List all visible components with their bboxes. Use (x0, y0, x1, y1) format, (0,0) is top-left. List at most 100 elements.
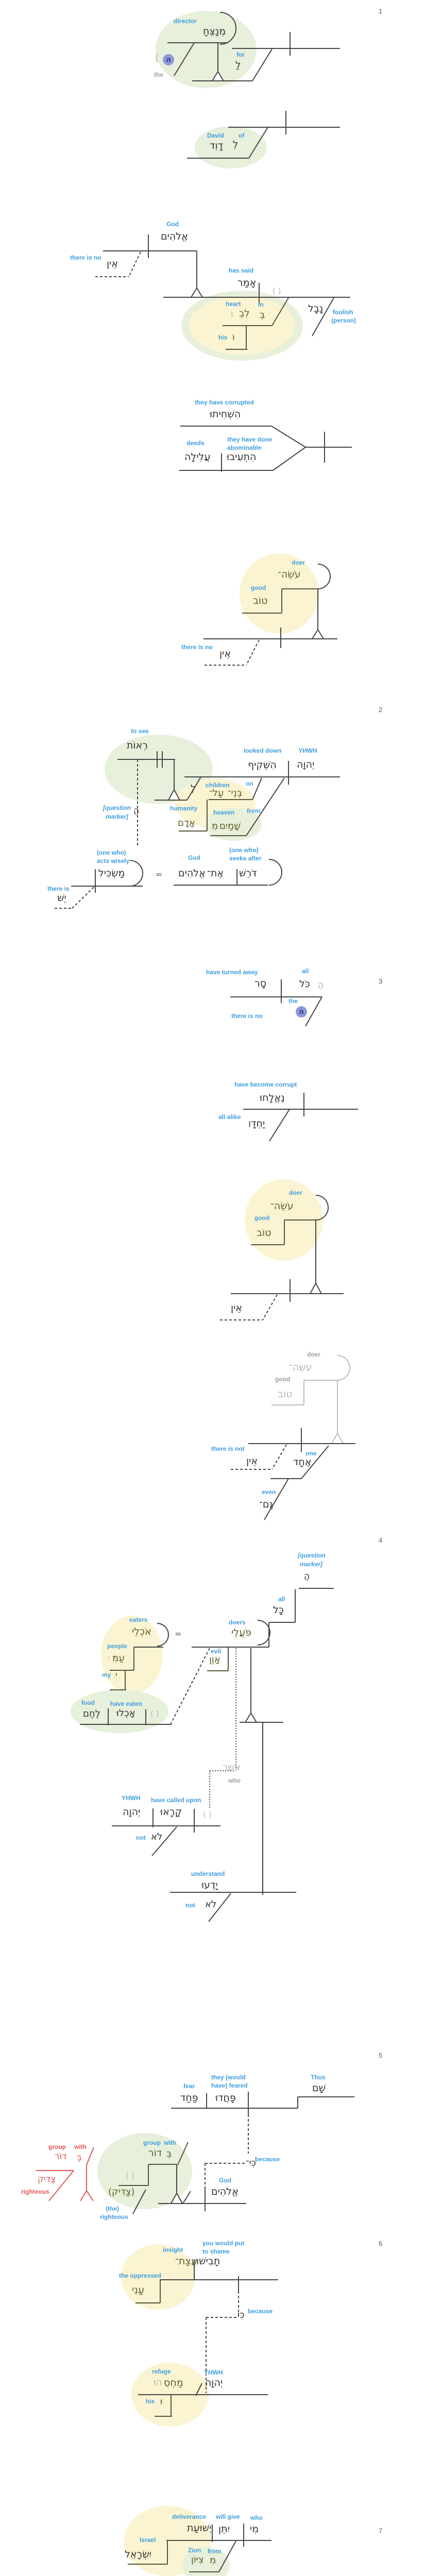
gloss-not-2: not (185, 1902, 195, 1909)
verse-number-1: 1 (379, 7, 383, 15)
s5-pred-slash (182, 2191, 191, 2204)
s2-ped-triangle (168, 788, 180, 801)
gloss-oppressed: the oppressed (119, 2272, 162, 2279)
gloss-put-shame-a: you would put (202, 2240, 245, 2247)
hebrew-oseh-1: עֹשֵׂה־ (278, 569, 301, 580)
verse-number-4: 4 (379, 1536, 383, 1544)
s2-maskil-hook (129, 860, 143, 887)
red-gloss-righteous: righteous (21, 2188, 49, 2195)
red-hebrew-tsadiq: צַדִּיק (38, 2174, 56, 2184)
gloss-all-1: all (302, 968, 309, 975)
gloss-question-2b: marker] (300, 1561, 323, 1568)
s4-poalei-hook (257, 1620, 270, 1646)
gloss-doer-2: doer (289, 1189, 303, 1196)
hebrew-machse: מַחְסֵ (164, 2377, 183, 2388)
gloss-one-who-2: (one who) (229, 846, 259, 854)
s5-red-feet (80, 2190, 94, 2201)
s3-yachdav-slant (269, 1109, 290, 1142)
gloss-called-upon: have called upon (151, 1797, 201, 1804)
s1c-conv2 (273, 447, 306, 471)
hebrew-sar: סָר (254, 978, 267, 989)
gloss-even: even (262, 1488, 276, 1496)
empty-subject-1: ( ) (273, 286, 281, 296)
hebrew-ani: עָנִי (132, 2284, 144, 2296)
s3-echad-slant (301, 1445, 329, 1479)
gloss-god-1: God (166, 221, 179, 228)
hebrew-ha-question-2: הֲ (304, 1571, 310, 1582)
hebrew-le-of: לְ (233, 139, 239, 150)
hebrew-doresh: דֹּרֵשׁ (239, 868, 257, 879)
gloss-good-1: good (251, 584, 266, 591)
s2-doresh-hook (268, 859, 282, 886)
highlight-of-david (195, 126, 267, 168)
article-he-circle-1: ה (163, 54, 174, 65)
gloss-yhwh-3: YHWH (204, 2369, 223, 2376)
highlight-doer-good-1 (240, 553, 319, 634)
hebrew-neelachu: נֶאֱלָחוּ (260, 1092, 285, 1104)
hebrew-be-group: בְּ (166, 2148, 172, 2159)
gloss-they-have-done: they have done (227, 436, 273, 443)
ghost-asher: אשר (223, 1762, 241, 1773)
gloss-director: director (174, 18, 197, 25)
s2-prep2-slant (246, 777, 285, 836)
hebrew-yhwh-1: יְהוָה (297, 759, 315, 770)
article-he-letter: ה (166, 56, 171, 64)
hebrew-lo-1: לֹא (151, 1832, 163, 1842)
s4-diagonal (169, 1648, 210, 1726)
verse-number-6: 6 (379, 2240, 383, 2247)
gloss-the-righteous-b: righteous (100, 2213, 128, 2221)
hebrew-aven: אָוֶן (209, 1654, 220, 1665)
s3g-hook (337, 1355, 350, 1381)
hebrew-mem-1: מִ (212, 821, 218, 832)
gloss-the-1: the (154, 71, 163, 78)
gloss-deeds: deeds (186, 439, 205, 447)
s3-article-slant (305, 996, 322, 1027)
hebrew-david: דָוִד (210, 140, 223, 151)
gloss-there-is-no-3: there is no (231, 1012, 263, 1020)
gloss-feared-a: they (would (211, 2074, 246, 2081)
gloss-feared-b: have) feared (211, 2082, 248, 2089)
hebrew-oseh-2: עֹשֵׂה־ (270, 1200, 294, 1212)
hebrew-ki-2: כִּי (237, 2310, 245, 2320)
hebrew-ein-2: אֵין (219, 648, 231, 659)
hebrew-tov-1: טוֹב (253, 595, 268, 606)
gloss-question-1a: [question (103, 804, 131, 811)
hebrew-am-1: עַמִּ (112, 1653, 125, 1664)
s2-yesh-slant (72, 887, 94, 909)
s3-ein-slant (262, 1294, 278, 1320)
gloss-because-2: because (248, 2308, 273, 2315)
s6-pred-slash (195, 2383, 202, 2396)
gloss-the-2: the (288, 997, 298, 1005)
s3g-triangle (331, 1432, 344, 1444)
hebrew-gam: גַּם־ (259, 1499, 274, 1510)
s5-tsadiq-slash (132, 2189, 146, 2214)
hebrew-yhwh-2: יְהוָה (123, 1806, 141, 1818)
article-he-letter-2: ה (299, 1008, 304, 1016)
s4-eaters-hook (157, 1623, 169, 1647)
gloss-because-1: because (255, 2156, 280, 2163)
gloss-on: on (246, 780, 253, 787)
hebrew-reot: רְאוֹת (127, 740, 148, 751)
s1d-ein-slant (246, 639, 260, 666)
hebrew-hitivu: הִתְעִיבוּ (227, 451, 257, 463)
s1-riser-slant (252, 48, 273, 81)
s3-triangle (310, 1282, 322, 1294)
hebrew-ha-question-1: הֲ (133, 806, 140, 816)
highlight-food-clause (71, 1690, 168, 1733)
gloss-yhwh-2: YHWH (122, 1794, 141, 1802)
highlight-insight (121, 2244, 195, 2310)
hebrew-le-infinitive: לְ (191, 783, 196, 794)
hebrew-tsadiq-paren: (צַדִּיק) (108, 2187, 135, 2197)
ghost-gloss-who: who (228, 1777, 241, 1784)
s4-lo-slant (151, 1826, 177, 1856)
s3-gam-slant (264, 1478, 289, 1520)
hebrew-hishchitu: הִשְׁחִיתוּ (210, 409, 241, 420)
gloss-israel-1: Israel (140, 2536, 156, 2544)
hebrew-yod-my: י (115, 1670, 117, 1681)
s5-be-slash (177, 2142, 189, 2165)
s7-zion-slant (218, 2540, 236, 2572)
s5-red-up (86, 2147, 94, 2165)
gloss-zion: Zion (188, 2547, 201, 2554)
s4-lo2-slant (208, 1893, 231, 1922)
